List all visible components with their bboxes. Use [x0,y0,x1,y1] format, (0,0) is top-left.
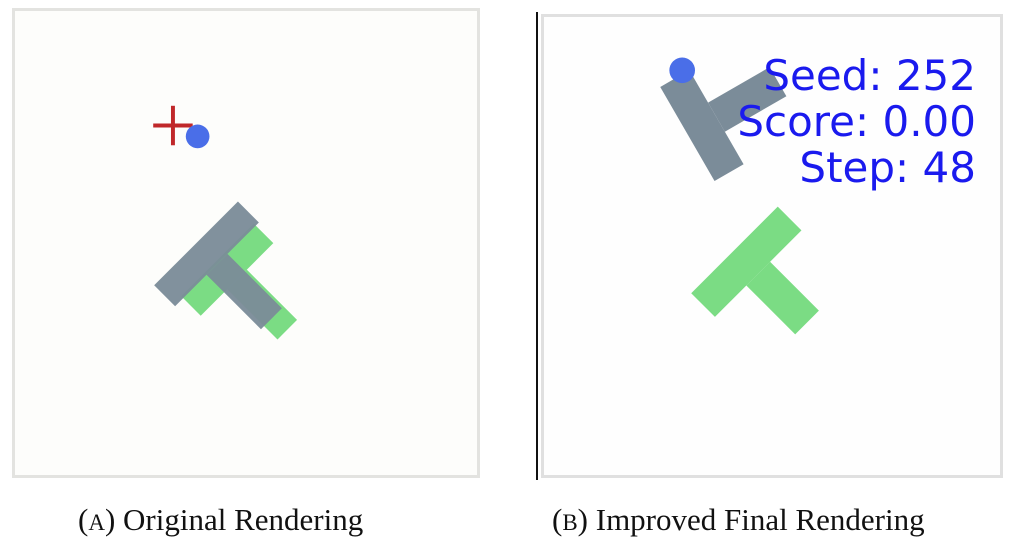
panel-divider [536,12,538,480]
original-scene [153,105,298,340]
caption-prefix: ( [78,502,89,537]
step-readout: Step: 48 [799,143,976,192]
caption-letter: A [88,510,105,535]
caption-original: (A) Original Rendering [78,502,363,538]
caption-letter: B [562,510,578,535]
agent-dot [185,124,210,149]
agent-t-block [660,67,787,181]
crosshair-marker [153,105,193,146]
caption-text: ) Original Rendering [104,502,364,537]
agent-dot [669,57,696,84]
seed-readout: Seed: 252 [763,51,976,100]
caption-improved: (B) Improved Final Rendering [552,502,925,538]
target-t-block [691,206,819,335]
original-rendering-panel [12,8,480,478]
caption-prefix: ( [552,502,563,537]
improved-scene [660,57,819,335]
caption-text: ) Improved Final Rendering [577,502,925,537]
improved-rendering-panel: Seed: 252 Score: 0.00 Step: 48 [541,14,1003,478]
agent-t-block [154,201,282,330]
score-readout: Score: 0.00 [737,97,976,146]
